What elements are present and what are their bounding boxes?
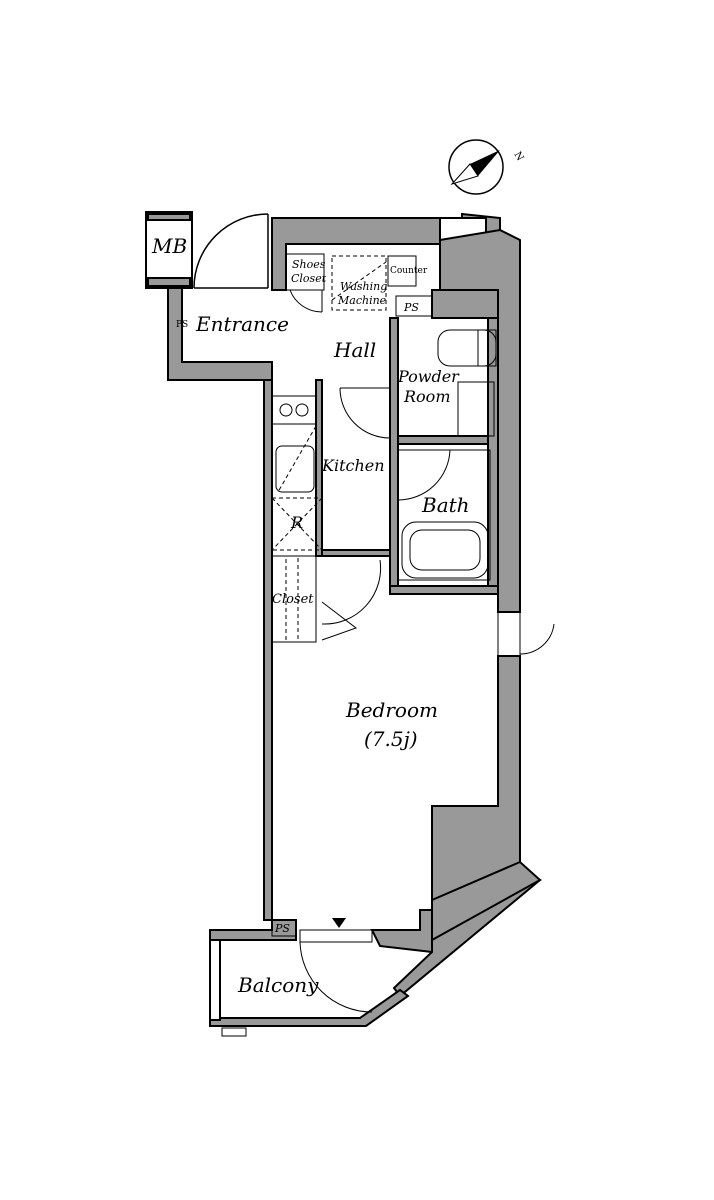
powder-room-door[interactable] [339,387,391,439]
bathtub-icon [401,521,489,579]
drain-icon [221,1027,247,1037]
ps-entrance-label: PS [176,320,188,330]
balcony-door[interactable] [299,918,373,1013]
bath-label: Bath [421,493,470,517]
closet[interactable]: Closet [271,555,382,643]
meter-box: MB [151,234,187,258]
counter-label: Counter [390,266,428,276]
entrance-door[interactable] [193,213,269,289]
hall-label: Hall [333,338,376,362]
bedroom-label: Bedroom [345,698,438,722]
kitchen-label: Kitchen [321,456,385,475]
entrance-label: Entrance [195,312,289,336]
compass-north-label: N [511,150,525,163]
pipe-space-bottom: PS [271,919,297,937]
sink-icon [275,445,315,493]
kitchen: Kitchen R [271,395,385,551]
side-window[interactable] [497,611,555,657]
shoes-closet-label-2: Closet [291,272,327,285]
powder-room: Powder Room [397,329,497,437]
stove-burner-icon [279,403,293,417]
powder-room-label-2: Room [403,387,450,406]
washing-machine-label-2: Machine [337,294,387,307]
compass-needle-icon [470,150,500,176]
balcony-label: Balcony [237,973,319,997]
closet-label: Closet [272,592,314,607]
shoes-closet-label-1: Shoes [292,258,326,271]
bath: Bath [397,449,491,581]
washing-machine-label-1: Washing [340,280,387,293]
ps-bottom-label: PS [274,922,290,935]
shoes-closet[interactable]: Shoes Closet [285,253,327,313]
counter: Counter [387,255,428,287]
entry-arrow-icon [332,918,346,928]
pipe-space-top: PS [395,295,433,317]
stove-burner-icon [295,403,309,417]
refrigerator-label: R [290,513,303,532]
powder-room-label-1: Powder [397,367,460,386]
ps-top-label: PS [403,301,419,314]
bedroom-size-label: (7.5j) [364,727,418,751]
compass: N [448,139,525,195]
washing-machine: Washing Machine [331,255,387,311]
mb-label: MB [151,234,187,258]
